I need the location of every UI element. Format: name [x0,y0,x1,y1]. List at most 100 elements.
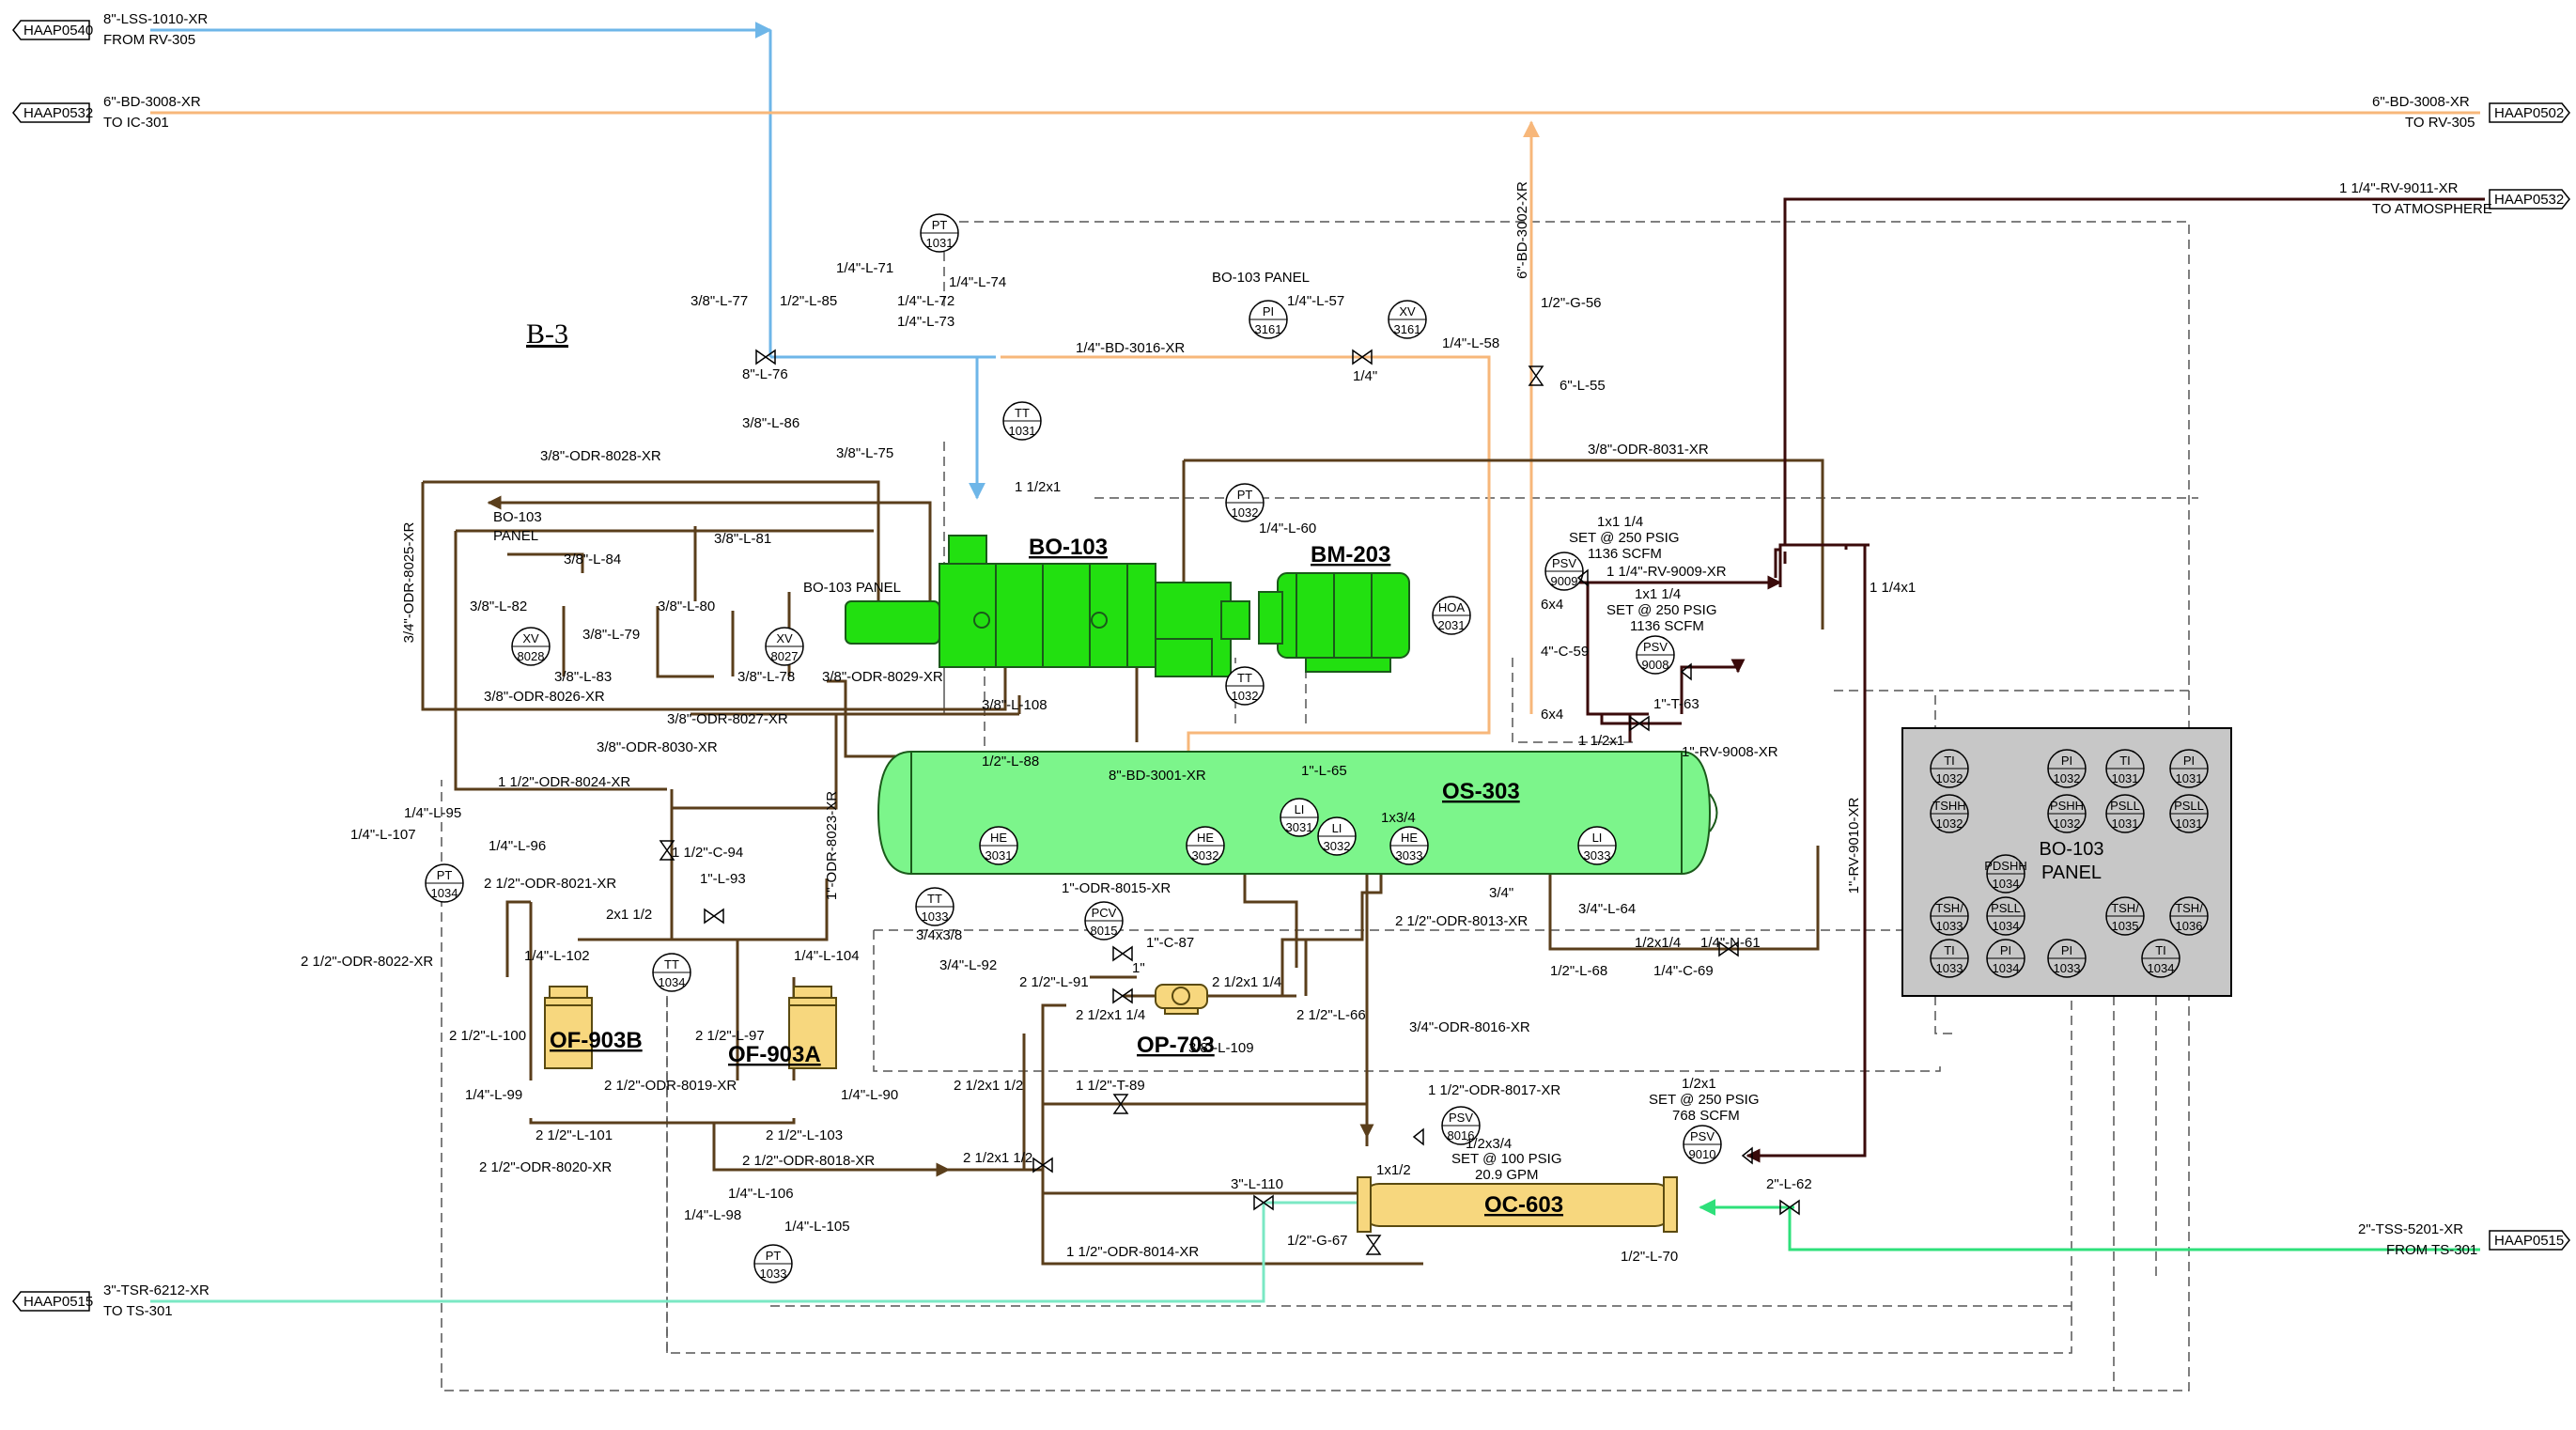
panel-instrument-letters: PSLL [2110,799,2140,813]
pipe-label-r112x1b: 1 1/2x1 [1578,733,1624,749]
pipe-label-odr8018: 2 1/2"-ODR-8018-XR [742,1153,875,1169]
psv9008-tag-letters: PSV [1643,640,1668,654]
pipe-label-l66: 2 1/2"-L-66 [1296,1007,1366,1023]
pipe-label-l70: 1/2"-L-70 [1621,1249,1678,1265]
pipe-label-bd3001: 8"-BD-3001-XR [1109,768,1206,784]
pipe-label-psv9009set1: 1x1 1/4 [1597,514,1643,530]
panel-instrument-number: 1034 [1993,919,2020,933]
pt1031-tag-letters: PT [932,218,948,232]
panel-instrument: PSLL 1034 [1986,896,2025,936]
op703-pump[interactable] [1155,984,1208,1015]
pipe-label-l79: 3/8"-L-79 [582,627,640,643]
of903a-filter[interactable] [788,986,837,1069]
panel-instrument: TSH/1036 [2169,896,2209,936]
panel-instrument-number: 1034 [2148,961,2175,975]
pipe-label-l80: 3/8"-L-80 [658,598,715,614]
li3032-tag-letters: LI [1332,821,1342,835]
pipe-label-l106: 1/4"-L-106 [728,1186,794,1202]
offpage-haap0515-right-tag: HAAP0515 [2494,1233,2564,1249]
pipe-label-odr8030: 3/8"-ODR-8030-XR [597,739,718,755]
pipe-label-odr8027: 3/8"-ODR-8027-XR [667,711,788,727]
pipe-label-odr8029: 3/8"-ODR-8029-XR [822,669,943,685]
pipe-label-l65: 1"-L-65 [1301,763,1347,779]
pipe-label-l78: 3/8"-L-78 [737,669,795,685]
pt1032-tag-number: 1032 [1232,505,1259,520]
offpage-haap0502-note: TO RV-305 [2405,115,2475,131]
os303-label: OS-303 [1442,779,1520,804]
pipe-label-rv9009: 1 1/4"-RV-9009-XR [1606,564,1727,580]
panel-instrument-letters: TSH/ [1935,901,1963,915]
pipe-label-l77: 3/8"-L-77 [691,293,748,309]
panel-instrument-letters: PSLL [1991,901,2021,915]
pipe-label-psv8016set3: 20.9 GPM [1475,1167,1539,1183]
li3033-tag-letters: LI [1592,831,1603,845]
of903b-filter[interactable] [544,986,593,1069]
pipe-label-l58: 1/4"-L-58 [1442,335,1499,351]
pipe-label-odr8014: 1 1/2"-ODR-8014-XR [1066,1244,1199,1260]
pipe-label-psv9010set1: 1/2x1 [1682,1076,1716,1092]
pipe-label-l55: 6"-L-55 [1560,378,1606,394]
pipe-label-r212b: 2 1/2x1 1/4 [1212,974,1281,990]
pipe-label-l68: 1/2"-L-68 [1550,963,1607,979]
pipe-label-l101: 2 1/2"-L-101 [535,1127,613,1143]
pipe-label-odr8020: 2 1/2"-ODR-8020-XR [479,1159,612,1175]
rv-lines [1578,197,2485,1163]
pipe-label-psv8016set1: 1/2x3/4 [1466,1136,1512,1152]
bo103-blower[interactable] [845,535,1250,677]
xv3161-tag-letters: XV [1399,304,1416,319]
pipe-label-l109: 3/8"-L-109 [1188,1040,1254,1056]
tt1032-tag-letters: TT [1237,671,1252,685]
psv8016-tag-letters: PSV [1449,1111,1473,1125]
panel-instrument-number: 1033 [2054,961,2081,975]
offpage-haap0532-right-note: TO ATMOSPHERE [2372,201,2492,217]
pipe-label-psv9008set2: SET @ 250 PSIG [1606,602,1717,618]
bm203-motor[interactable] [1258,572,1410,673]
xv3161-instrument[interactable]: XV 3161 [1388,300,1427,339]
pipe-label-odr8023: 1"-ODR-8023-XR [824,791,840,900]
pipe-label-rv9010: 1"-RV-9010-XR [1846,798,1862,894]
psv9009-tag-number: 9009 [1551,574,1578,588]
pipe-label-g56: 1/2"-G-56 [1541,295,1602,311]
pipe-label-psv9010set3: 768 SCFM [1672,1108,1740,1124]
panel-instrument-number: 1031 [2112,771,2139,785]
pt1033-tag-number: 1033 [760,1267,787,1281]
xv3161-tag-number: 3161 [1394,322,1421,336]
pipe-label-l84: 3/8"-L-84 [564,552,621,567]
pcv8015-tag-letters: PCV [1092,906,1117,920]
oc603-cooler[interactable] [1357,1176,1678,1233]
bm203-label: BM-203 [1311,542,1390,567]
pipe-label-l97: 2 1/2"-L-97 [695,1028,765,1044]
panel-instrument-letters: TI [2119,754,2131,768]
panel-instrument-letters: TSH/ [2175,901,2203,915]
panel-instrument-number: 1031 [2112,816,2139,831]
pi3161-tag-number: 3161 [1255,322,1282,336]
